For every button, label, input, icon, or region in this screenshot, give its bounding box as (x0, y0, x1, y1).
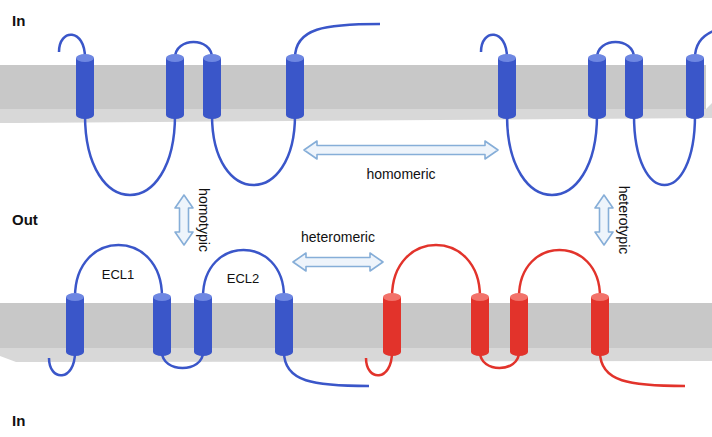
interaction-arrow (175, 195, 193, 245)
helix-cap (625, 54, 643, 62)
helix-cap (76, 54, 94, 62)
protein-loop (284, 352, 369, 386)
helix-body (471, 297, 489, 352)
helix-body (383, 297, 401, 352)
helix-cap (66, 293, 84, 301)
helix-cap (686, 54, 704, 62)
protein-loop (634, 115, 695, 185)
transmembrane-helix (66, 293, 84, 356)
helix-body (625, 58, 643, 115)
protein-loop (203, 250, 284, 297)
claudin-protein (383, 245, 609, 352)
helix-cap (471, 293, 489, 301)
protein-figure (76, 58, 304, 195)
helix-body (194, 297, 212, 352)
helix-cap (203, 54, 221, 62)
interaction-label: heterotypic (616, 186, 632, 254)
claudin-protein (498, 58, 704, 195)
protein-loop (695, 24, 712, 58)
claudin-protein (76, 58, 304, 195)
helix-body (286, 58, 304, 115)
helix-body (66, 297, 84, 352)
transmembrane-helix (588, 54, 606, 119)
protein-loop (75, 245, 162, 297)
loop-label: ECL1 (102, 267, 135, 282)
interaction-arrow (304, 141, 498, 159)
helix-body (588, 58, 606, 115)
transmembrane-helix (203, 54, 221, 119)
transmembrane-helix (591, 293, 609, 356)
helix-body (275, 297, 293, 352)
protein-loop (507, 115, 597, 195)
transmembrane-helix (286, 54, 304, 119)
side-label: Out (12, 211, 38, 228)
transmembrane-helix (686, 54, 704, 119)
helix-body (76, 58, 94, 115)
loop-label: ECL2 (227, 271, 260, 286)
protein-figure (383, 245, 609, 352)
side-label: In (12, 12, 25, 29)
transmembrane-helix (166, 54, 184, 119)
helix-cap (286, 54, 304, 62)
transmembrane-helix (194, 293, 212, 356)
helix-body (686, 58, 704, 115)
helix-cap (498, 54, 516, 62)
helix-cap (588, 54, 606, 62)
helix-cap (510, 293, 528, 301)
interaction-label: heteromeric (301, 229, 375, 245)
protein-loop (600, 352, 685, 386)
helix-body (510, 297, 528, 352)
interaction-arrow (293, 253, 383, 271)
transmembrane-helix (153, 293, 171, 356)
helix-body (591, 297, 609, 352)
transmembrane-helix (76, 54, 94, 119)
protein-figure (66, 245, 293, 352)
claudin-protein: ECL1 ECL2 (66, 245, 293, 352)
helix-body (166, 58, 184, 115)
helix-cap (591, 293, 609, 301)
transmembrane-helix (471, 293, 489, 356)
helix-cap (383, 293, 401, 301)
helix-cap (275, 293, 293, 301)
helix-cap (166, 54, 184, 62)
protein-figure (498, 58, 704, 195)
transmembrane-helix (510, 293, 528, 356)
protein-loop (392, 245, 480, 297)
protein-loop (295, 24, 380, 58)
protein-loop (212, 115, 295, 185)
transmembrane-helix (383, 293, 401, 356)
transmembrane-helix (625, 54, 643, 119)
protein-loop (85, 115, 175, 195)
helix-cap (153, 293, 171, 301)
helix-body (203, 58, 221, 115)
interaction-label: homomeric (366, 166, 435, 182)
side-label: In (12, 412, 25, 429)
transmembrane-helix (498, 54, 516, 119)
helix-body (153, 297, 171, 352)
interaction-arrow (595, 195, 613, 245)
helix-body (498, 58, 516, 115)
interaction-label: homotypic (196, 188, 212, 252)
protein-loop (519, 250, 600, 297)
transmembrane-helix (275, 293, 293, 356)
helix-cap (194, 293, 212, 301)
